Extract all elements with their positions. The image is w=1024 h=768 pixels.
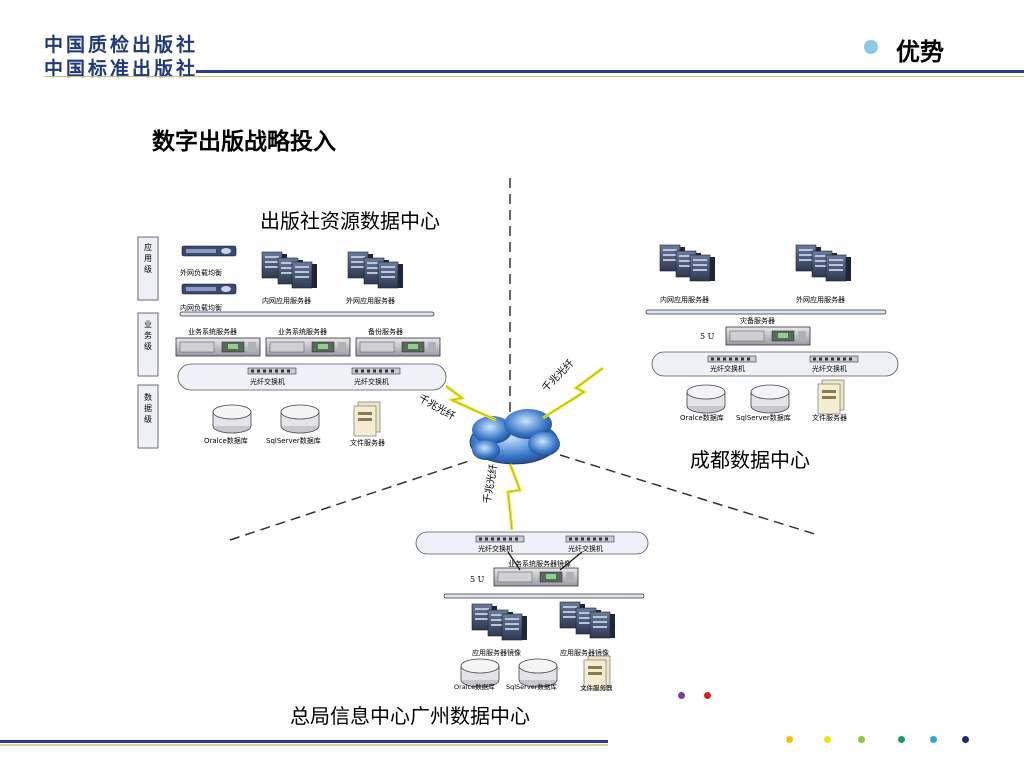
network-cloud-icon: [469, 409, 560, 465]
publisher-logo-line2: 中国标准出版社: [44, 58, 199, 80]
chengdu-unit-label: 5 U: [700, 332, 715, 341]
guangzhou-app2-servers: [560, 602, 615, 638]
publisher-dc-title: 出版社资源数据中心: [260, 209, 440, 233]
publisher-oracle-db: [212, 404, 252, 434]
publisher-app-inner-label: 内网应用服务器: [262, 296, 311, 305]
publisher-app-inner-servers: [262, 252, 317, 288]
chengdu-backup-label: 灾备服务器: [740, 316, 775, 325]
publisher-db2-label: SqlServer数据库: [266, 436, 321, 445]
publisher-biz1-label: 业务系统服务器: [188, 327, 237, 336]
lb-outer-label: 外网负载均衡: [180, 268, 222, 277]
guangzhou-db1-label: Oralce数据库: [454, 682, 495, 691]
footer-rule-gold: [0, 744, 608, 746]
publisher-switch2-label: 光纤交换机: [354, 377, 389, 386]
header-rule-thin: [44, 76, 1024, 77]
link-publisher-label: 千兆光纤: [417, 391, 458, 422]
decor-dot: [962, 736, 969, 743]
tier-labels: 应用级 业务级 数据级: [137, 236, 159, 449]
header-rule: [196, 70, 1024, 73]
guangzhou-mirror-label: 业务系统服务器镜像: [508, 559, 571, 568]
publisher-biz1-server: [175, 337, 261, 357]
guangzhou-switch2-label: 光纤交换机: [568, 544, 603, 553]
decor-dot: [898, 736, 905, 743]
guangzhou-db2-label: SqlServer数据库: [506, 682, 557, 691]
title-bullet-icon: [864, 40, 878, 54]
separator-left: [229, 459, 473, 541]
chengdu-app-bus: [645, 309, 887, 315]
slide-heading: 数字出版战略投入: [152, 129, 336, 155]
link-chengdu-label: 千兆光纤: [539, 357, 576, 394]
publisher-backup-label: 备份服务器: [368, 327, 403, 336]
separator-right: [559, 454, 819, 536]
tier-data-label: 数据级: [144, 392, 152, 424]
guangzhou-app1-label: 应用服务器镜像: [472, 648, 521, 657]
chengdu-app-outer-label: 外网应用服务器: [796, 295, 845, 304]
chengdu-dc-title: 成都数据中心: [690, 448, 810, 472]
lb-inner-label: 内网负载均衡: [180, 303, 222, 312]
chengdu-backup-server: [725, 326, 811, 346]
guangzhou-switch1-label: 光纤交换机: [478, 544, 513, 553]
chengdu-file-label: 文件服务器: [812, 413, 847, 422]
tier-biz-label: 业务级: [144, 319, 152, 351]
guangzhou-app2-label: 应用服务器镜像: [560, 648, 609, 657]
publisher-sqlserver-db: [280, 404, 320, 434]
chengdu-switch-lane: [651, 351, 899, 377]
guangzhou-app1-servers: [472, 604, 527, 640]
publisher-app-outer-servers: [348, 252, 403, 288]
chengdu-app-outer-servers: [796, 245, 851, 281]
guangzhou-dc-title: 总局信息中心广州数据中心: [290, 704, 530, 728]
guangzhou-unit-label: 5 U: [470, 575, 485, 584]
decor-dot: [930, 736, 937, 743]
publisher-app-bus: [179, 311, 435, 317]
guangzhou-mirror-server: [493, 567, 579, 587]
chengdu-oracle-db: [686, 384, 726, 414]
chengdu-sqlserver-db: [750, 384, 790, 414]
decor-dot: [678, 692, 685, 699]
publisher-db1-label: Oralce数据库: [204, 436, 248, 445]
publisher-biz2-server: [265, 337, 351, 357]
chengdu-switch1-label: 光纤交换机: [710, 364, 745, 373]
chengdu-app-inner-servers: [660, 245, 715, 281]
publisher-file-server: [353, 401, 381, 437]
publisher-logo-line1: 中国质检出版社: [44, 34, 199, 56]
decor-dot: [704, 692, 711, 699]
tier-app-label: 应用级: [144, 242, 152, 274]
guangzhou-switch-lane: [415, 531, 649, 555]
chengdu-switch2-label: 光纤交换机: [812, 364, 847, 373]
publisher-file-label: 文件服务器: [350, 438, 385, 447]
decor-dot: [858, 736, 865, 743]
chengdu-db2-label: SqlServer数据库: [736, 413, 791, 422]
guangzhou-file-label: 文件服务器: [580, 683, 613, 692]
load-balancers: 外网负载均衡 内网负载均衡: [180, 245, 237, 312]
chengdu-file-server: [817, 379, 845, 415]
publisher-backup-server: [355, 337, 441, 357]
chengdu-db1-label: Oralce数据库: [680, 413, 724, 422]
guangzhou-app-bus: [443, 593, 645, 599]
publisher-switch1-label: 光纤交换机: [250, 377, 285, 386]
publisher-biz2-label: 业务系统服务器: [278, 327, 327, 336]
link-guangzhou-label: 千兆光纤: [480, 463, 500, 505]
slide-title: 优势: [896, 38, 944, 66]
decor-dot: [824, 736, 831, 743]
chengdu-app-inner-label: 内网应用服务器: [660, 295, 709, 304]
publisher-switch-lane: [177, 363, 447, 391]
footer-rule: [0, 740, 608, 743]
decor-dot: [786, 736, 793, 743]
publisher-app-outer-label: 外网应用服务器: [346, 296, 395, 305]
